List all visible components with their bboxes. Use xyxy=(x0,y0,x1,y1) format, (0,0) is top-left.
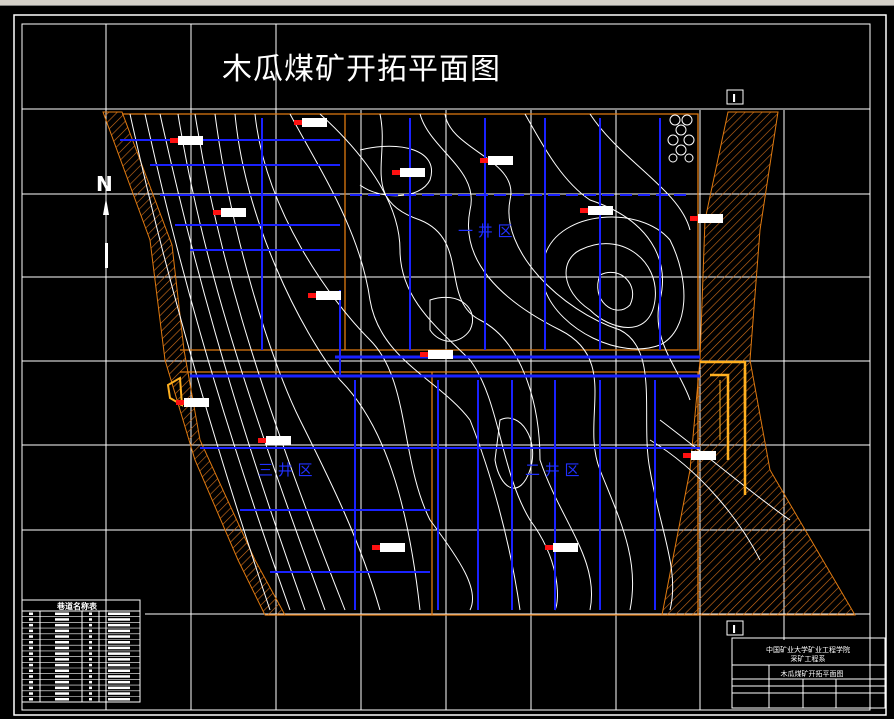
legend-cell-mark xyxy=(89,675,92,678)
legend-cell-mark xyxy=(55,612,69,615)
legend-cell-mark xyxy=(108,680,130,684)
legend-cell-mark xyxy=(89,629,92,633)
legend-cell-mark xyxy=(108,675,130,678)
legend-cell-mark xyxy=(55,658,69,661)
viewer-toolbar-strip xyxy=(0,0,894,6)
legend-cell-mark xyxy=(29,686,33,690)
shaft-structures xyxy=(700,360,747,495)
north-label: N xyxy=(96,172,113,196)
legend-cell-mark xyxy=(29,658,33,661)
legend-cell-mark xyxy=(89,658,92,661)
legend-cell-mark xyxy=(29,680,33,684)
legend-cell-mark xyxy=(29,646,33,650)
legend-cell-mark xyxy=(29,635,33,638)
legend-cell-mark xyxy=(29,652,33,655)
legend-cell-mark xyxy=(89,612,92,615)
legend-cell-mark xyxy=(29,629,33,633)
left-boundary-hatch xyxy=(102,111,286,616)
legend-cell-mark xyxy=(108,641,130,644)
legend-table xyxy=(21,599,141,703)
legend-cell-mark xyxy=(29,623,33,627)
legend-cell-mark xyxy=(108,618,130,621)
legend-cell-mark xyxy=(108,692,130,695)
legend-cell-mark xyxy=(89,635,92,638)
title-block-drawing-name: 木瓜煤矿开拓平面图 xyxy=(781,669,844,678)
section-marker-top: I xyxy=(732,92,736,105)
section-marker-bottom: I xyxy=(732,623,736,636)
legend-cell-mark xyxy=(55,618,69,621)
legend-cell-mark xyxy=(89,698,92,701)
legend-cell-mark xyxy=(29,618,33,621)
rock-pile-symbol xyxy=(667,114,695,163)
legend-cell-mark xyxy=(108,629,130,633)
area-label-3: 三 井 区 xyxy=(258,461,313,479)
legend-cell-mark xyxy=(55,675,69,678)
contour-lines xyxy=(129,113,791,611)
legend-cell-mark xyxy=(55,641,69,644)
legend-cell-mark xyxy=(29,663,33,667)
legend-cell-mark xyxy=(29,675,33,678)
legend-cell-mark xyxy=(55,623,69,627)
legend-cell-mark xyxy=(89,669,92,672)
drawing-title: 木瓜煤矿开拓平面图 xyxy=(222,52,501,87)
section-marker-bottom-box xyxy=(726,620,744,636)
legend-cell-mark xyxy=(89,686,92,690)
legend-cell-mark xyxy=(108,646,130,650)
legend-cell-mark xyxy=(89,663,92,667)
legend-cell-mark xyxy=(55,629,69,633)
legend-cell-mark xyxy=(89,623,92,627)
legend-cell-mark xyxy=(29,641,33,644)
legend-cell-mark xyxy=(55,698,69,701)
legend-cell-mark xyxy=(29,698,33,701)
legend-cell-mark xyxy=(108,663,130,667)
legend-cell-mark xyxy=(29,692,33,695)
legend-cell-mark xyxy=(29,612,33,615)
right-boundary-hatch xyxy=(661,111,856,616)
legend-cell-mark xyxy=(55,686,69,690)
legend-cell-mark xyxy=(108,698,130,701)
legend-cell-mark xyxy=(55,652,69,655)
legend-cell-mark xyxy=(89,692,92,695)
legend-cell-mark xyxy=(108,623,130,627)
legend-cell-mark xyxy=(55,692,69,695)
legend-cell-mark xyxy=(108,686,130,690)
legend-cell-mark xyxy=(89,641,92,644)
borehole-markers xyxy=(170,118,723,552)
legend-cell-mark xyxy=(55,646,69,650)
legend-cell-mark xyxy=(29,669,33,672)
legend-cell-mark xyxy=(108,669,130,672)
legend-cell-mark xyxy=(108,635,130,638)
legend-table-title: 巷道名称表 xyxy=(56,601,98,611)
legend-cell-mark xyxy=(55,663,69,667)
legend-cell-mark xyxy=(55,635,69,638)
area-label-1: 一 井 区 xyxy=(458,222,513,240)
legend-cell-mark xyxy=(89,646,92,650)
legend-cell-mark xyxy=(108,658,130,661)
title-block xyxy=(731,637,886,709)
north-arrow-icon xyxy=(103,198,109,268)
legend-cell-mark xyxy=(108,612,130,615)
legend-cell-mark xyxy=(55,680,69,684)
legend-cell-mark xyxy=(55,669,69,672)
title-block-department: 采矿工程系 xyxy=(791,654,826,663)
roadways xyxy=(120,118,700,610)
outer-frame xyxy=(13,14,887,716)
legend-cell-mark xyxy=(108,652,130,655)
title-block-institution: 中国矿业大学矿业工程学院 xyxy=(766,645,850,654)
legend-cell-mark xyxy=(89,652,92,655)
section-marker-top-box xyxy=(726,89,744,105)
area-label-2: 二 井 区 xyxy=(525,461,580,479)
legend-cell-mark xyxy=(89,680,92,684)
legend-cell-mark xyxy=(89,618,92,621)
